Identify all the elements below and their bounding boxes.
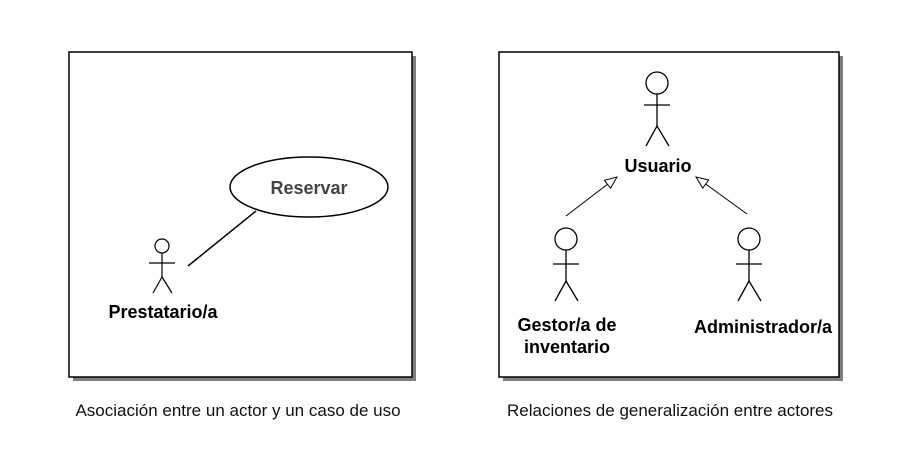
actor-administrador-label: Administrador/a	[694, 317, 833, 337]
association-line	[187, 210, 257, 267]
left-caption: Asociación entre un actor y un caso de u…	[75, 401, 400, 420]
actor-usuario-icon	[644, 71, 670, 147]
right-caption: Relaciones de generalización entre actor…	[507, 401, 833, 420]
right-panel-frame	[498, 51, 840, 378]
left-panel: Reservar Prestatario/a	[68, 51, 416, 381]
actor-gestor-label-line1: Gestor/a de	[517, 315, 616, 335]
usecase-reservar	[229, 156, 389, 218]
usecase-reservar-label: Reservar	[270, 178, 347, 198]
actor-prestatario-label: Prestatario/a	[108, 302, 218, 322]
right-panel: Usuario Gestor/a de inventario Administr…	[498, 51, 843, 381]
generalization-arrow-left	[565, 177, 617, 217]
generalization-arrow-right	[696, 177, 748, 215]
actor-prestatario-icon	[149, 238, 175, 294]
actor-gestor-label-line2: inventario	[524, 337, 610, 357]
actor-usuario-label: Usuario	[624, 156, 691, 176]
actor-gestor-icon	[553, 227, 579, 302]
actor-administrador-icon	[736, 227, 762, 302]
left-panel-frame	[68, 51, 413, 378]
